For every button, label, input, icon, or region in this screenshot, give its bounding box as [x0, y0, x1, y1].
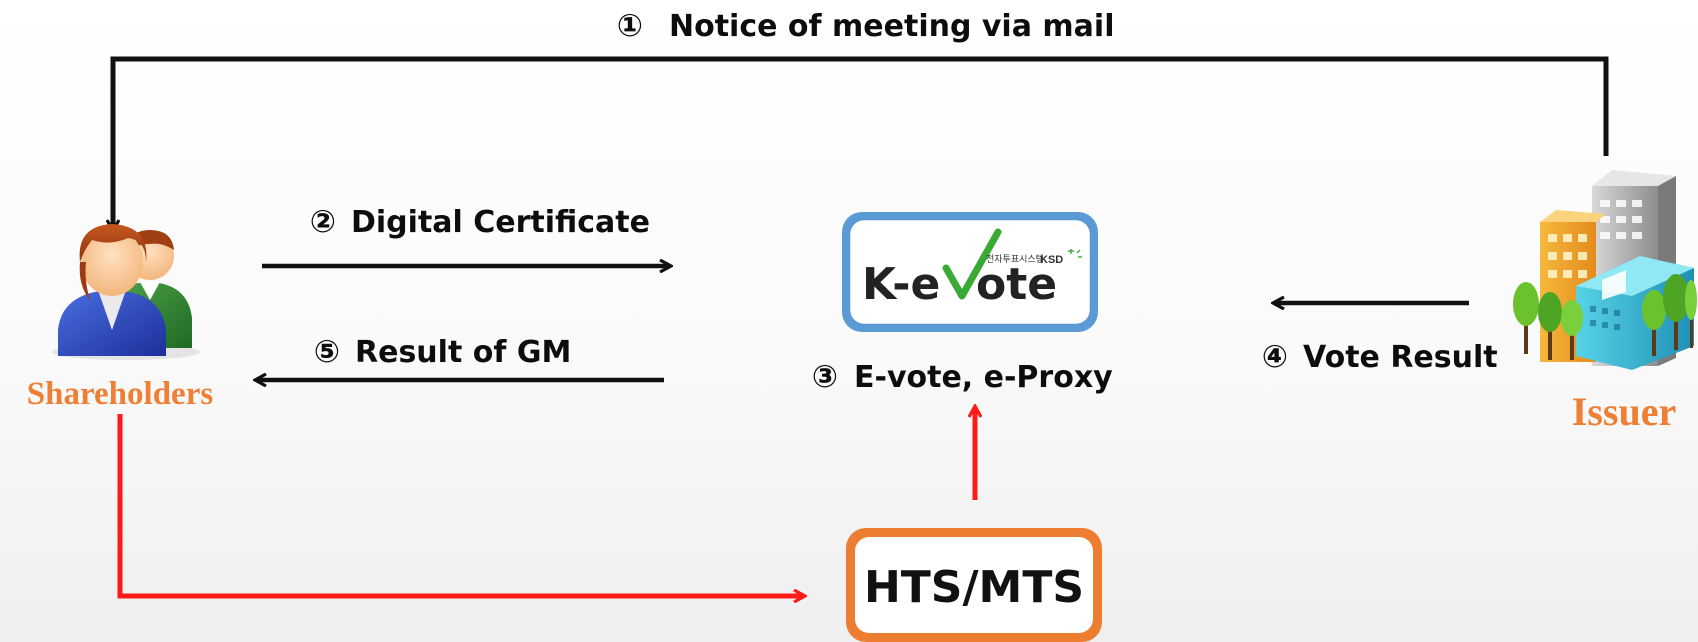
step-4-label: Vote Result: [1303, 340, 1498, 375]
step-5-number: ⑤: [314, 334, 340, 370]
kevote-logo-text-start: K-e: [862, 259, 940, 310]
ksd-sparkle-icon: [1068, 249, 1082, 258]
step-1-number: ①: [617, 8, 643, 44]
kevote-logo-box: K-e ote 전자투표시스템 KSD: [842, 212, 1098, 332]
step-3-number: ③: [812, 359, 838, 395]
shareholders-label: Shareholders: [27, 376, 214, 412]
step-3-label: E-vote, e-Proxy: [854, 360, 1113, 395]
kevote-logo-ksd: KSD: [1040, 254, 1063, 266]
hts-mts-label: HTS/MTS: [864, 562, 1084, 613]
kevote-logo-text-end: ote: [976, 259, 1057, 310]
kevote-check-icon: [942, 228, 1002, 300]
shareholders-to-hts-arrow: [117, 414, 804, 596]
hts-mts-box: HTS/MTS: [846, 528, 1102, 642]
notice-arrow: [113, 56, 1609, 230]
issuer-buildings-icon: [1513, 170, 1697, 370]
step-4-number: ④: [1262, 339, 1288, 375]
step-2-label: Digital Certificate: [351, 205, 650, 240]
step-5-label: Result of GM: [355, 335, 571, 370]
issuer-label: Issuer: [1572, 389, 1676, 434]
kevote-logo-subtitle: 전자투표시스템: [986, 253, 1044, 265]
step-2-number: ②: [310, 204, 336, 240]
shareholders-icon: [52, 224, 200, 360]
step-1-label: Notice of meeting via mail: [669, 9, 1114, 44]
